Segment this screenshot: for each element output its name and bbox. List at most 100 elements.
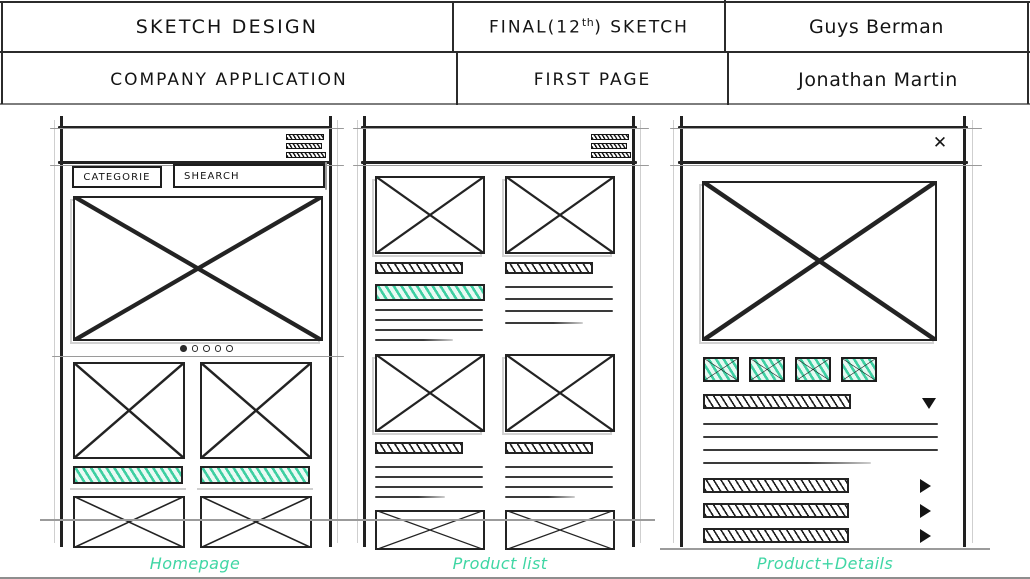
device-frame-product-details [673, 116, 973, 547]
product-card-2-cross-icon [505, 176, 615, 254]
appbar-bottom-rule [361, 161, 637, 164]
thumbnail-1-cross-icon [705, 359, 737, 380]
chevron-down-icon[interactable] [922, 398, 936, 409]
cell-author-name: Guys Berman [726, 0, 1027, 53]
product-card-1-text-line-2 [375, 319, 483, 322]
product-card-1-text-line-1 [375, 309, 483, 312]
thumbnail-2[interactable] [749, 357, 785, 382]
device-left-ghost [357, 120, 358, 543]
accordion-row-1-bar[interactable] [703, 478, 849, 493]
hamburger-menu-icon[interactable] [286, 134, 326, 160]
device-left-edge [680, 116, 683, 547]
product-card-3-text-line-1 [375, 466, 483, 469]
hero-image-placeholder[interactable] [70, 196, 323, 344]
cta-bar-2-ghost [197, 488, 313, 490]
product-card-2-text-line-1 [505, 286, 613, 289]
table-top-rule [0, 1, 1030, 3]
detail-text-line-1 [703, 423, 938, 426]
device-right-edge [632, 116, 635, 547]
hamburger-line-1 [286, 134, 324, 140]
grid-tile-1-cross-icon [73, 362, 185, 459]
accordion-row-1-chevron-right-icon[interactable] [920, 479, 931, 493]
cta-bar-1-ghost [70, 488, 186, 490]
detail-text-line-2 [703, 436, 938, 439]
product-card-3-text-line-4 [375, 496, 445, 499]
thumbnail-1[interactable] [703, 357, 739, 382]
product-card-3-image[interactable] [372, 354, 485, 435]
product-card-1-cross-icon [375, 176, 485, 254]
appbar-bottom-rule [58, 161, 332, 164]
product-card-4-text-line-3 [505, 486, 613, 489]
product-card-3-title-bar [375, 442, 463, 454]
carousel-dot-1[interactable] [180, 345, 187, 352]
detail-text-line-4 [703, 462, 871, 465]
product-card-2-image[interactable] [502, 176, 615, 257]
carousel-dot-2[interactable] [191, 345, 198, 352]
product-card-5-image[interactable] [375, 510, 485, 550]
thumbnail-2-cross-icon [751, 359, 783, 380]
section-divider-1 [52, 356, 344, 358]
table-bottom-rule [0, 103, 1030, 105]
close-x-icon[interactable]: ✕ [932, 133, 948, 153]
detail-text-line-3 [703, 449, 938, 452]
wireframe-panel-product-details[interactable]: ✕ [660, 106, 990, 579]
product-card-6-cross-icon [505, 510, 615, 550]
hamburger-menu-icon[interactable] [591, 134, 631, 160]
cta-bar-2[interactable] [200, 466, 310, 484]
carousel-dot-5[interactable] [226, 345, 233, 352]
thumbnail-3[interactable] [795, 357, 831, 382]
accordion-row-3-chevron-right-icon[interactable] [920, 529, 931, 543]
product-card-1-image[interactable] [372, 176, 485, 257]
detail-hero-cross-icon [702, 181, 937, 341]
hamburger-line-2 [591, 143, 627, 149]
carousel-dots[interactable] [180, 345, 233, 352]
table-col-divider-1-row2 [456, 53, 458, 105]
accordion-row-2-chevron-right-icon[interactable] [920, 504, 931, 518]
thumbnail-4-cross-icon [843, 359, 875, 380]
cell-subject-title: COMPANY APPLICATION [2, 53, 456, 106]
cta-bar-1[interactable] [73, 466, 183, 484]
detail-hero-image[interactable] [699, 181, 937, 344]
table-col-divider-1-row1 [452, 2, 454, 52]
device-right-edge [329, 116, 332, 547]
product-card-4-image[interactable] [502, 354, 615, 435]
product-card-1-price-bar[interactable] [375, 284, 485, 301]
search-input[interactable]: SHEARCH [173, 164, 325, 188]
wireframe-panel-product-list[interactable]: Product list [345, 106, 655, 579]
table-right-edge [1027, 2, 1029, 104]
product-card-6-image[interactable] [505, 510, 615, 550]
device-frame-homepage [54, 116, 338, 547]
revision-title-tail: ) SKETCH [594, 17, 689, 38]
caption-product-list: Product list [452, 554, 548, 573]
grid-tile-3[interactable] [73, 496, 185, 548]
appbar-bottom-ghost [670, 165, 982, 167]
product-card-5-cross-icon [375, 510, 485, 550]
sheet-bottom-edge [0, 577, 1030, 579]
accordion-row-3-bar[interactable] [703, 528, 849, 543]
grid-tile-4[interactable] [200, 496, 312, 548]
grid-tile-4-cross-icon [200, 496, 312, 548]
carousel-dot-4[interactable] [214, 345, 221, 352]
device-left-ghost [673, 120, 674, 543]
detail-title-bar [703, 394, 851, 409]
category-button[interactable]: CATEGORIE [72, 166, 162, 188]
hamburger-line-1 [591, 134, 629, 140]
revision-title-superscript: th [581, 15, 595, 29]
subject-title: COMPANY APPLICATION [110, 69, 348, 90]
wireframe-panel-homepage[interactable]: CATEGORIE SHEARCH [40, 106, 350, 579]
product-card-3-text-line-3 [375, 486, 483, 489]
caption-homepage: Homepage [149, 554, 241, 573]
device-right-ghost [337, 120, 338, 543]
thumbnail-3-cross-icon [797, 359, 829, 380]
hamburger-line-2 [286, 143, 322, 149]
grid-tile-1[interactable] [73, 362, 185, 459]
table-mid-rule [0, 51, 1030, 54]
accordion-row-2-bar[interactable] [703, 503, 849, 518]
product-card-1-text-line-4 [375, 339, 453, 342]
cell-project-title: SKETCH DESIGN [2, 0, 452, 53]
thumbnail-4[interactable] [841, 357, 877, 382]
grid-tile-2[interactable] [200, 362, 312, 459]
carousel-dot-3[interactable] [203, 345, 210, 352]
hamburger-line-3 [286, 152, 326, 158]
product-card-2-text-line-4 [505, 322, 583, 325]
